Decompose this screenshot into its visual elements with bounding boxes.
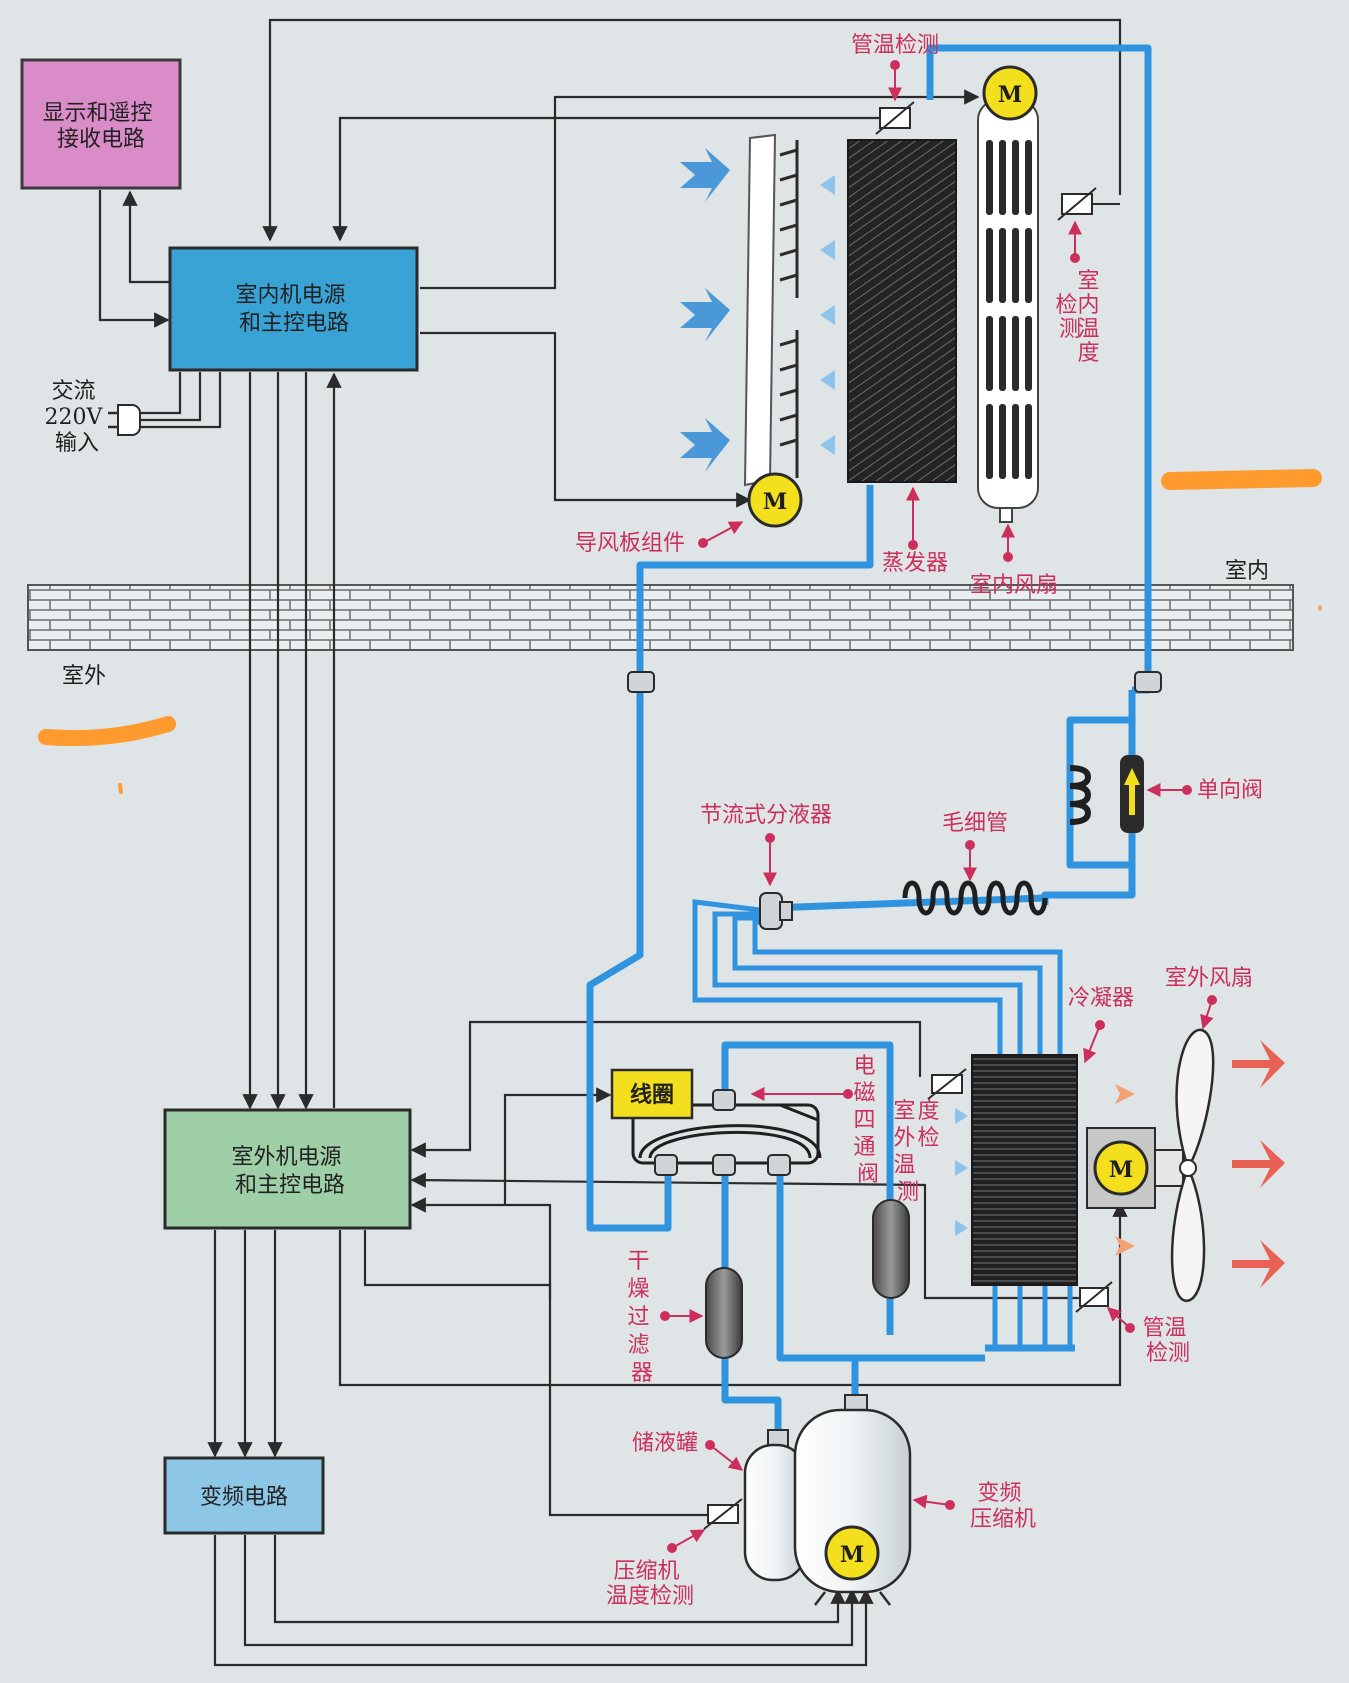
svg-text:室外机电源 和主控电路: 室外机电源 和主控电路	[231, 1145, 348, 1198]
room-temp-label: 室 内 温 度 检 测	[1055, 269, 1106, 366]
thermistor-icon	[1075, 1281, 1113, 1313]
condenser-label: 冷凝器	[1068, 986, 1134, 1011]
louver-leader	[698, 521, 744, 548]
dryer-filter-label: 干 燥 过 滤 器	[627, 1249, 656, 1386]
display-remote-line2: 接收电路	[57, 127, 145, 152]
motor-icon: M	[747, 472, 803, 528]
outdoor-label: 室外	[62, 664, 106, 689]
condenser-intake-arrows	[955, 1108, 968, 1236]
highlight-marks	[38, 469, 1322, 794]
check-valve	[1120, 755, 1144, 833]
four-way-valve-label: 电 磁 四 通 阀	[853, 1054, 882, 1187]
indoor-fan-label: 室内风扇	[970, 573, 1058, 598]
display-remote-circuit-box: 显示和遥控 接收电路	[20, 58, 182, 190]
inverter-compressor	[793, 1394, 912, 1606]
check-valve-leader	[1146, 783, 1192, 797]
compressor-temp-leader	[667, 1529, 706, 1553]
outdoor-main-line2: 和主控电路	[235, 1173, 345, 1198]
coil-label: 线圈	[630, 1082, 674, 1108]
condenser	[971, 1054, 1078, 1286]
inverter-label: 变频电路	[200, 1485, 288, 1510]
indoor-main-line2: 和主控电路	[239, 311, 349, 336]
muffler	[872, 1199, 910, 1299]
interconnect-bus	[242, 372, 342, 1110]
pipe-temp-top-label: 管温检测	[851, 33, 939, 58]
condenser-leader	[1083, 1020, 1105, 1064]
thermistor-icon	[927, 1068, 967, 1100]
warm-air-small-arrows	[1115, 1084, 1135, 1256]
plug-icon	[108, 404, 141, 436]
wall	[27, 584, 1294, 651]
check-valve-coil	[1069, 765, 1092, 825]
evaporator-label: 蒸发器	[882, 551, 948, 576]
accumulator-leader	[705, 1440, 744, 1471]
dryer-filter	[705, 1267, 743, 1359]
svg-text:M: M	[763, 489, 787, 515]
evaporator-leader	[906, 486, 920, 550]
valve-port	[654, 1089, 791, 1176]
outdoor-control-wires	[207, 1020, 1128, 1667]
indoor-main-line1: 室内机电源	[235, 283, 345, 308]
svg-text:M: M	[840, 1542, 864, 1568]
ac-input-label: 交流 220V 输入	[45, 379, 110, 456]
pipe-temp-top-leader	[888, 60, 902, 102]
outdoor-fan	[1086, 1028, 1215, 1303]
pipe-temp-bottom-leader	[1106, 1307, 1135, 1333]
capillary-coil	[902, 880, 1048, 916]
compressor-temp-label: 压缩机 温度检测	[606, 1559, 694, 1609]
intake-air-arrows	[820, 175, 835, 455]
evaporator	[847, 139, 957, 483]
svg-text:M: M	[1109, 1157, 1133, 1183]
outdoor-fan-leader	[1200, 995, 1217, 1030]
throttle-distributor-leader	[763, 833, 777, 887]
indoor-control-wires	[98, 18, 1122, 508]
outdoor-fan-label: 室外风扇	[1165, 966, 1253, 991]
motor-icon: M	[1093, 1140, 1149, 1196]
inverter-circuit-box: 变频电路	[163, 1456, 325, 1535]
outdoor-main-line1: 室外机电源	[231, 1145, 341, 1170]
indoor-label: 室内	[1225, 559, 1269, 584]
compressor-label: 变频 压缩机	[970, 1481, 1036, 1532]
louver-assembly	[743, 133, 799, 487]
capillary-leader	[963, 840, 977, 882]
cold-air-arrows	[680, 148, 730, 472]
hot-air-arrows	[1232, 1040, 1285, 1288]
thermistor-icon	[703, 1498, 743, 1530]
throttle-distributor-label: 节流式分液器	[700, 803, 832, 828]
indoor-fan	[977, 99, 1039, 523]
solenoid-coil: 线圈	[610, 1068, 694, 1120]
dryer-filter-leader	[660, 1309, 704, 1323]
pipe-temp-bottom-label: 管温 检测	[1142, 1316, 1193, 1366]
pipe-fitting	[627, 671, 1162, 693]
capillary-label: 毛细管	[942, 811, 1008, 836]
thermistor-icon	[875, 101, 915, 135]
motor-icon: M	[824, 1525, 880, 1581]
check-valve-label: 单向阀	[1197, 778, 1263, 803]
outdoor-main-circuit-box: 室外机电源 和主控电路	[163, 1108, 412, 1230]
svg-text:M: M	[998, 82, 1022, 108]
indoor-fan-leader	[1001, 523, 1015, 562]
compressor-leader	[912, 1494, 955, 1510]
room-temp-leader	[1068, 220, 1082, 263]
four-way-valve-leader	[750, 1087, 853, 1101]
thermistor-icon	[1057, 187, 1120, 221]
indoor-main-circuit-box: 室内机电源 和主控电路	[168, 246, 419, 372]
louver-label: 导风板组件	[575, 531, 685, 556]
svg-text:显示和遥控 接收电路: 显示和遥控 接收电路	[42, 101, 159, 152]
throttle-distributor	[759, 892, 793, 930]
motor-icon: M	[982, 65, 1038, 121]
outdoor-temp-label: 室 外 温 度 检 测	[893, 1099, 946, 1205]
display-remote-line1: 显示和遥控	[42, 101, 152, 126]
accumulator-label: 储液罐	[632, 1431, 698, 1456]
svg-text:室内机电源 和主控电路: 室内机电源 和主控电路	[235, 283, 352, 336]
